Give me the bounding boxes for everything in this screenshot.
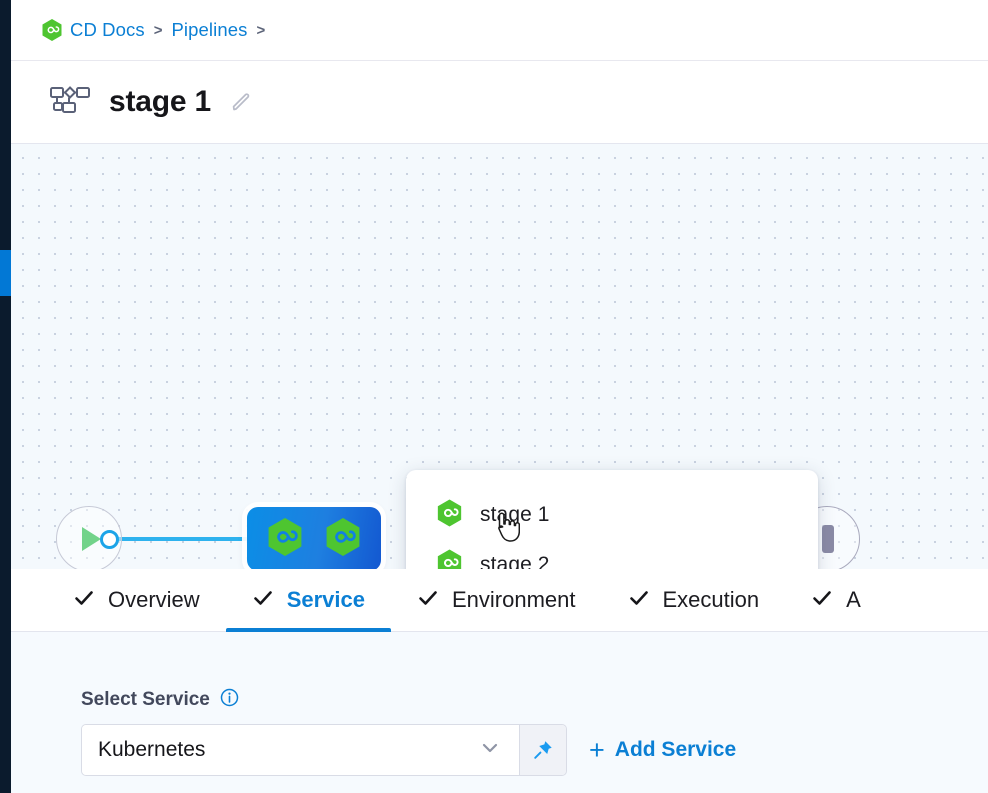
check-icon: [628, 587, 650, 614]
popup-stage-label: stage 2: [480, 553, 550, 569]
pipeline-edge: [115, 537, 249, 541]
tab-label: Service: [286, 587, 365, 612]
select-service-label-row: Select Service: [81, 688, 988, 712]
page-title: stage 1: [109, 85, 211, 118]
add-service-button[interactable]: + Add Service: [589, 734, 737, 765]
green-hexagon-infinity-icon: [266, 516, 304, 563]
tab-label: Execution: [662, 587, 760, 612]
green-hexagon-infinity-icon: [41, 18, 63, 42]
tab-label: Overview: [108, 587, 200, 612]
chevron-down-icon[interactable]: [479, 737, 501, 764]
check-icon: [73, 587, 95, 614]
tab-service[interactable]: Service: [225, 569, 392, 632]
service-select-value: Kubernetes: [98, 738, 206, 761]
green-hexagon-infinity-icon: [436, 498, 463, 533]
service-select-row: Kubernetes + Add Service: [81, 724, 988, 776]
green-hexagon-infinity-icon: [324, 516, 362, 563]
tab-execution[interactable]: Execution: [602, 569, 786, 631]
page-title-bar: stage 1: [11, 61, 988, 144]
service-config-panel: Select Service Kubernetes: [11, 632, 988, 793]
breadcrumb: CD Docs > Pipelines >: [11, 0, 988, 61]
chevron-right-icon: >: [256, 21, 266, 39]
info-circle-icon[interactable]: [220, 688, 239, 712]
play-icon: [82, 527, 101, 551]
pin-icon[interactable]: [520, 725, 566, 775]
popup-stage-item-1[interactable]: stage 1: [428, 490, 818, 540]
pencil-icon[interactable]: [229, 90, 253, 114]
select-service-label: Select Service: [81, 689, 210, 710]
stage-group-node[interactable]: [247, 507, 381, 569]
breadcrumb-item-pipelines[interactable]: Pipelines: [171, 19, 248, 40]
tab-overview[interactable]: Overview: [47, 569, 226, 631]
check-icon: [252, 587, 274, 614]
breadcrumb-item-cd-docs[interactable]: CD Docs: [70, 19, 145, 40]
tab-environment[interactable]: Environment: [391, 569, 602, 631]
tab-advanced[interactable]: A: [785, 569, 887, 631]
chevron-right-icon: >: [153, 21, 163, 39]
popup-stage-label: stage 1: [480, 503, 550, 526]
left-nav-rail[interactable]: [0, 0, 11, 793]
check-icon: [811, 587, 833, 614]
add-service-label: Add Service: [614, 738, 737, 761]
left-nav-rail-active-indicator[interactable]: [0, 250, 11, 296]
stage-config-tabs: Overview Service Environment Execution A: [11, 569, 988, 632]
green-hexagon-infinity-icon: [436, 548, 463, 569]
plus-icon: +: [589, 734, 605, 765]
check-icon: [417, 587, 439, 614]
tab-label: A: [846, 587, 861, 612]
stage-list-popup: stage 1 stage 2: [406, 470, 818, 569]
pipeline-canvas[interactable]: stage 1 + 1 more stages Add Stage stage …: [11, 144, 988, 569]
popup-stage-item-2[interactable]: stage 2: [428, 540, 818, 569]
pipeline-stage-diagram-icon: [49, 84, 91, 121]
tab-label: Environment: [451, 587, 576, 612]
stop-bar-icon: [822, 525, 834, 553]
select-service-control[interactable]: Kubernetes: [81, 724, 567, 776]
service-select[interactable]: Kubernetes: [82, 725, 520, 775]
start-connector-dot[interactable]: [100, 530, 119, 549]
